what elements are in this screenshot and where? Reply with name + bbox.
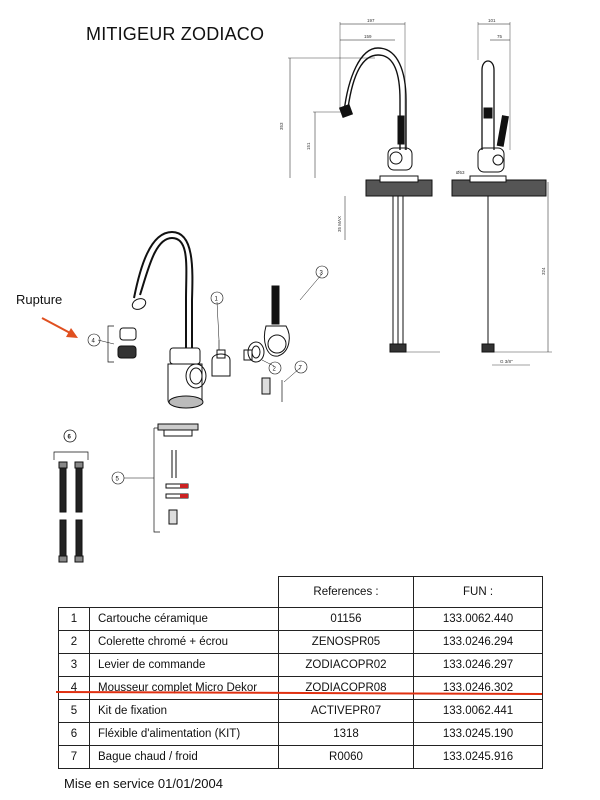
row-fun: 133.0246.302: [413, 676, 543, 700]
callout-3: 3: [320, 271, 324, 277]
table-row: 5 Kit de fixation ACTIVEPR07 133.0062.44…: [58, 699, 543, 723]
document-title: MITIGEUR ZODIACO: [86, 24, 265, 44]
callout-5: 5: [116, 477, 120, 483]
rupture-arrow: [41, 317, 78, 338]
parts-table: References : FUN : 1 Cartouche céramique…: [58, 576, 543, 769]
row-num: 3: [58, 653, 90, 677]
row-num: 7: [58, 745, 90, 769]
dim-324: 324: [541, 267, 546, 275]
row-desc: Bague chaud / froid: [89, 745, 279, 769]
fixation-kit: [111, 423, 199, 533]
header-fun: FUN :: [413, 576, 543, 608]
row-desc: Levier de commande: [89, 653, 279, 677]
row-num: 5: [58, 699, 90, 723]
dim-151: 151: [306, 142, 311, 150]
table-row: 7 Bague chaud / froid R0060 133.0245.916: [58, 745, 543, 769]
row-ref: ZODIACOPR02: [278, 653, 414, 677]
table-header-row: References : FUN :: [58, 576, 543, 608]
row-desc: Cartouche céramique: [89, 607, 279, 631]
faucet-technical-drawing: 197 159 353 151 35 MAX 101 75 Ø53 324: [41, 18, 552, 563]
dim-75: 75: [497, 34, 503, 39]
callout-6: 6: [68, 435, 72, 441]
service-date: Mise en service 01/01/2004: [64, 776, 223, 791]
row-desc: Kit de fixation: [89, 699, 279, 723]
row-num: 2: [58, 630, 90, 654]
row-num: 1: [58, 607, 90, 631]
table-row: 6 Fléxible d'alimentation (KIT) 1318 133…: [58, 722, 543, 746]
dim-197: 197: [367, 18, 375, 23]
table-row-struck: 4 Mousseur complet Micro Dekor ZODIACOPR…: [58, 676, 543, 700]
row-fun: 133.0062.440: [413, 607, 543, 631]
exploded-view: [87, 230, 329, 409]
row-fun: 133.0245.190: [413, 722, 543, 746]
row-fun: 133.0062.441: [413, 699, 543, 723]
row-ref: 01156: [278, 607, 414, 631]
header-references: References :: [278, 576, 414, 608]
row-fun: 133.0246.297: [413, 653, 543, 677]
dim-d53: Ø53: [456, 170, 465, 175]
callout-7: 7: [299, 366, 303, 372]
callout-4: 4: [92, 339, 96, 345]
supply-hoses: [53, 429, 89, 563]
row-ref: ACTIVEPR07: [278, 699, 414, 723]
table-row: 1 Cartouche céramique 01156 133.0062.440: [58, 607, 543, 631]
table-row: 2 Colerette chromé + écrou ZENOSPR05 133…: [58, 630, 543, 654]
dim-159: 159: [364, 34, 372, 39]
table-header-blank: [58, 576, 279, 608]
row-desc: Colerette chromé + écrou: [89, 630, 279, 654]
row-desc: Fléxible d'alimentation (KIT): [89, 722, 279, 746]
callout-1: 1: [215, 297, 219, 303]
row-ref: 1318: [278, 722, 414, 746]
callout-2: 2: [273, 367, 277, 373]
dim-101: 101: [488, 18, 496, 23]
row-fun: 133.0245.916: [413, 745, 543, 769]
row-desc: Mousseur complet Micro Dekor: [89, 676, 279, 700]
dim-35-max: 35 MAX: [337, 216, 342, 232]
dim-g38: G 3/8": [500, 359, 513, 364]
table-row: 3 Levier de commande ZODIACOPR02 133.024…: [58, 653, 543, 677]
rupture-note: Rupture: [16, 292, 63, 307]
row-ref: ZENOSPR05: [278, 630, 414, 654]
dim-353: 353: [279, 122, 284, 130]
side-view: [288, 22, 440, 353]
row-num: 6: [58, 722, 90, 746]
row-fun: 133.0246.294: [413, 630, 543, 654]
front-view: [451, 22, 552, 366]
row-ref: ZODIACOPR08: [278, 676, 414, 700]
row-ref: R0060: [278, 745, 414, 769]
row-num: 4: [58, 676, 90, 700]
